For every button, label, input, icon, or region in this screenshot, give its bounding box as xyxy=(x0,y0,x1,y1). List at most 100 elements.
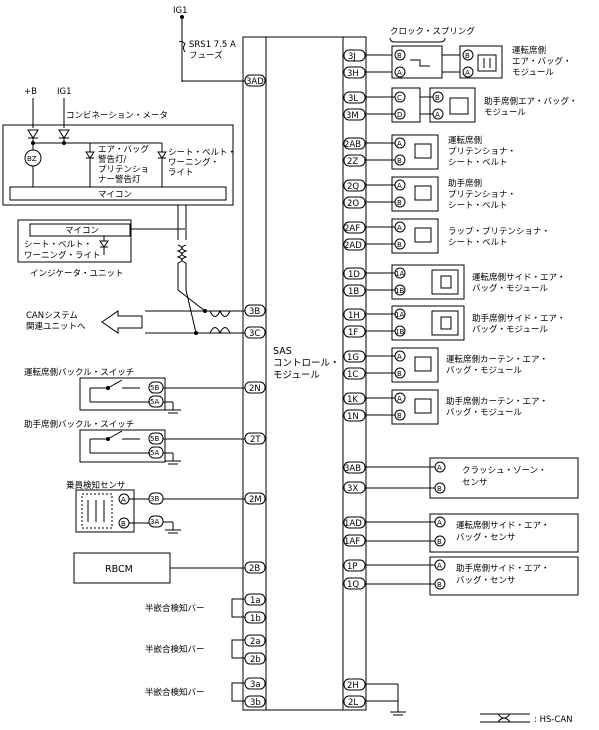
pin-1Q: 1Q xyxy=(347,580,359,590)
driver-pret-1: 運転席側 xyxy=(448,135,482,146)
pin-2N: 2N xyxy=(249,384,261,394)
lp-a: A xyxy=(397,224,402,232)
occupant-conn-bottom: 3A xyxy=(150,518,159,526)
passenger-side-sensor: A B xyxy=(365,556,579,596)
passenger-pretensioner: A B xyxy=(365,176,439,212)
ig1-top-label: IG1 xyxy=(173,6,188,16)
pin-2AD: 2AD xyxy=(344,241,362,251)
pas-b: B xyxy=(435,94,440,102)
psa-1a: 1A xyxy=(395,311,404,319)
dc-b: B xyxy=(397,370,402,378)
pc-b: B xyxy=(397,412,402,420)
pin-3AD: 3AD xyxy=(246,77,264,87)
cz-1: クラッシュ・ゾーン・ xyxy=(462,466,547,476)
cz-b: B xyxy=(437,485,442,493)
pc-2: バッグ・モジュール xyxy=(446,407,522,418)
fuse-label-1: SRS1 7.5 A xyxy=(189,40,236,50)
pas-a: A xyxy=(435,111,440,119)
driver-buckle-switch: 運転席側バックル・スイッチ 5B 5A xyxy=(24,367,245,414)
ig1-left-label: IG1 xyxy=(57,87,72,97)
pss-1: 助手席側サイド・エア・ xyxy=(456,563,550,574)
dss-1: 運転席側サイド・エア・ xyxy=(456,520,550,531)
pas-d: D xyxy=(397,111,402,119)
pin-2L: 2L xyxy=(348,698,358,708)
driver-side-sensor: A B xyxy=(365,513,579,553)
lap-pretensioner: A B xyxy=(365,218,439,254)
driver-curtain-airbag: A B xyxy=(365,347,439,383)
dss-a: A xyxy=(437,519,442,527)
pin-1AF: 1AF xyxy=(344,537,360,547)
pss-2: バッグ・センサ xyxy=(456,575,516,586)
driver-buckle-pin-bottom: 5A xyxy=(150,398,159,406)
pin-2O: 2O xyxy=(347,199,359,209)
pin-1C: 1C xyxy=(347,370,358,380)
legend-label: : HS-CAN xyxy=(534,715,573,725)
pin-1G: 1G xyxy=(347,353,359,363)
passenger-airbag-1: 助手席側エア・バッグ・ xyxy=(484,96,578,107)
passenger-airbag: C D B A xyxy=(365,87,476,123)
pin-2H: 2H xyxy=(347,681,359,691)
driver-pretensioner: A B xyxy=(365,134,439,170)
occupant-pin-b: B xyxy=(121,520,126,528)
pin-3J: 3J xyxy=(348,52,356,62)
pss-a: A xyxy=(437,562,442,570)
clock-spring-label: クロック・スプリング xyxy=(390,26,475,37)
crash-zone-sensor: A B xyxy=(365,457,579,499)
lamp1-line3: プリテンショ xyxy=(98,165,149,175)
occupant-sensor-label: 乗員検知センサ xyxy=(66,480,126,491)
pin-1K: 1K xyxy=(347,395,358,405)
pc-1: 助手席側カーテン・エア・ xyxy=(446,396,548,407)
can-label-2: 関連ユニットへ xyxy=(26,321,86,332)
ground-2h-2l xyxy=(365,683,406,716)
half-fit-bars: 半嵌合検知バー 半嵌合検知バー 半嵌合検知バー xyxy=(145,598,245,702)
hs-can-legend: : HS-CAN xyxy=(480,713,573,725)
pin-2Q: 2Q xyxy=(347,182,359,192)
occupant-sensor: 乗員検知センサ A B 3B 3A xyxy=(66,480,245,534)
dc-1: 運転席側カーテン・エア・ xyxy=(446,354,548,365)
lamp1-line2: 警告灯/ xyxy=(98,154,127,165)
indicator-unit: マイコン シート・ベルト・ ワーニング・ライト インジケータ・ユニット xyxy=(17,219,185,279)
drv-ab-a: A xyxy=(465,69,470,77)
dss-b: B xyxy=(437,538,442,546)
dsa-1a: 1A xyxy=(395,270,404,278)
half-bar-label-1: 半嵌合検知バー xyxy=(145,603,205,614)
rbcm-unit: RBCM xyxy=(73,552,245,584)
dc-a: A xyxy=(397,353,402,361)
pin-3H: 3H xyxy=(347,69,359,79)
sas-label-1: SAS xyxy=(273,346,292,357)
indicator-light-2: ワーニング・ライト xyxy=(24,250,101,261)
pin-2a: 2a xyxy=(250,637,261,647)
cz-2: センサ xyxy=(462,478,488,488)
cz-a: A xyxy=(437,464,442,472)
pas-pret-1: 助手席側 xyxy=(448,178,482,189)
clock-a: A xyxy=(397,69,402,77)
clock-b: B xyxy=(397,52,402,60)
psa-1b: 1B xyxy=(395,328,404,336)
can-system-arrow: CANシステム 関連ユニットへ xyxy=(26,310,143,334)
passenger-buckle-pin-bottom: 5A xyxy=(150,449,159,457)
pas-pret-2: プリテンショナ・ xyxy=(448,190,516,200)
pin-1P: 1P xyxy=(347,562,358,572)
pc-a: A xyxy=(397,395,402,403)
half-bar-label-2: 半嵌合検知バー xyxy=(145,644,205,655)
pin-2AB: 2AB xyxy=(344,140,361,150)
pin-1F: 1F xyxy=(348,328,358,338)
ig1-fuse-circuit: IG1 SRS1 7.5 A フューズ xyxy=(173,6,245,82)
pin-1a: 1a xyxy=(250,596,261,606)
rbcm-label: RBCM xyxy=(105,564,133,575)
lamp1-line1: エア・バッグ xyxy=(98,144,150,155)
pin-2AF: 2AF xyxy=(344,224,360,234)
lamp2-line3: ライト xyxy=(168,168,194,178)
driver-buckle-label: 運転席側バックル・スイッチ xyxy=(24,367,134,378)
meter-micon-label: マイコン xyxy=(98,190,132,200)
driver-airbag-2: エア・バッグ・ xyxy=(512,56,572,67)
driver-pret-3: シート・ベルト xyxy=(448,158,508,168)
driver-airbag-3: モジュール xyxy=(512,68,554,78)
pp-b: B xyxy=(397,199,402,207)
driver-airbag-1: 運転席側 xyxy=(512,45,546,56)
psa-2: バッグ・モジュール xyxy=(472,324,548,335)
lamp2-line2: ワーニング・ xyxy=(168,157,219,168)
pin-2T: 2T xyxy=(250,435,261,445)
dp-b: B xyxy=(397,157,402,165)
passenger-side-airbag: 1A 1B xyxy=(365,305,465,341)
